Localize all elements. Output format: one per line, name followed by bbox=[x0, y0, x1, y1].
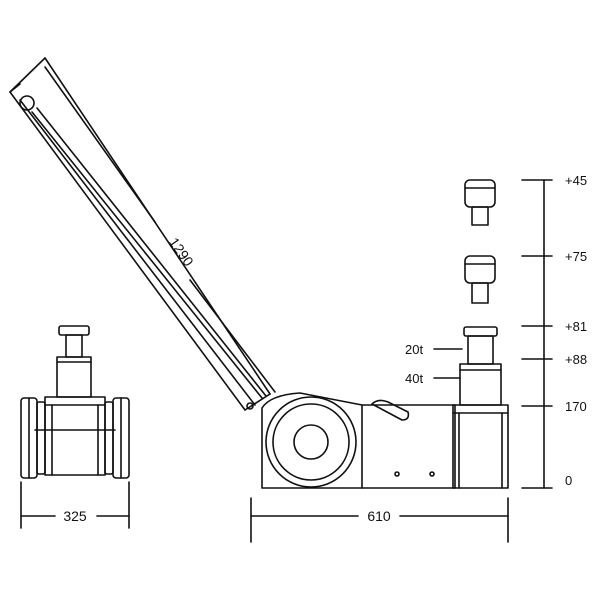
width-label: 325 bbox=[63, 508, 87, 524]
scale-tick-170: 170 bbox=[565, 399, 587, 414]
scale-tick-0: 0 bbox=[565, 473, 572, 488]
scale-tick-75: +75 bbox=[565, 249, 587, 264]
chassis bbox=[261, 392, 456, 489]
front-view bbox=[20, 325, 130, 479]
length-label: 610 bbox=[367, 508, 391, 524]
length-dimension bbox=[250, 497, 509, 543]
extension-45 bbox=[464, 179, 496, 226]
capacity-40t-label: 40t bbox=[405, 371, 423, 386]
width-dimension bbox=[20, 481, 130, 529]
capacity-20t-label: 20t bbox=[405, 342, 423, 357]
cylinder-base bbox=[452, 404, 509, 489]
height-scale bbox=[433, 179, 553, 489]
handle bbox=[9, 57, 271, 411]
scale-tick-81: +81 bbox=[565, 319, 587, 334]
side-view bbox=[9, 57, 509, 489]
front-saddle bbox=[58, 325, 90, 336]
scale-tick-45: +45 bbox=[565, 173, 587, 188]
handle-length-label: 1290 bbox=[166, 234, 197, 269]
saddle bbox=[463, 326, 498, 337]
scale-tick-88: +88 bbox=[565, 352, 587, 367]
front-body bbox=[44, 396, 106, 476]
handle-dimension bbox=[44, 66, 276, 393]
cylinder-stack bbox=[452, 326, 509, 489]
front-ram-upper bbox=[65, 334, 83, 358]
extension-75 bbox=[464, 255, 496, 304]
main-wheel bbox=[265, 396, 357, 488]
pump-pedal bbox=[371, 399, 410, 421]
cylinder-stage-1 bbox=[467, 335, 494, 365]
front-ram-lower bbox=[56, 356, 92, 398]
